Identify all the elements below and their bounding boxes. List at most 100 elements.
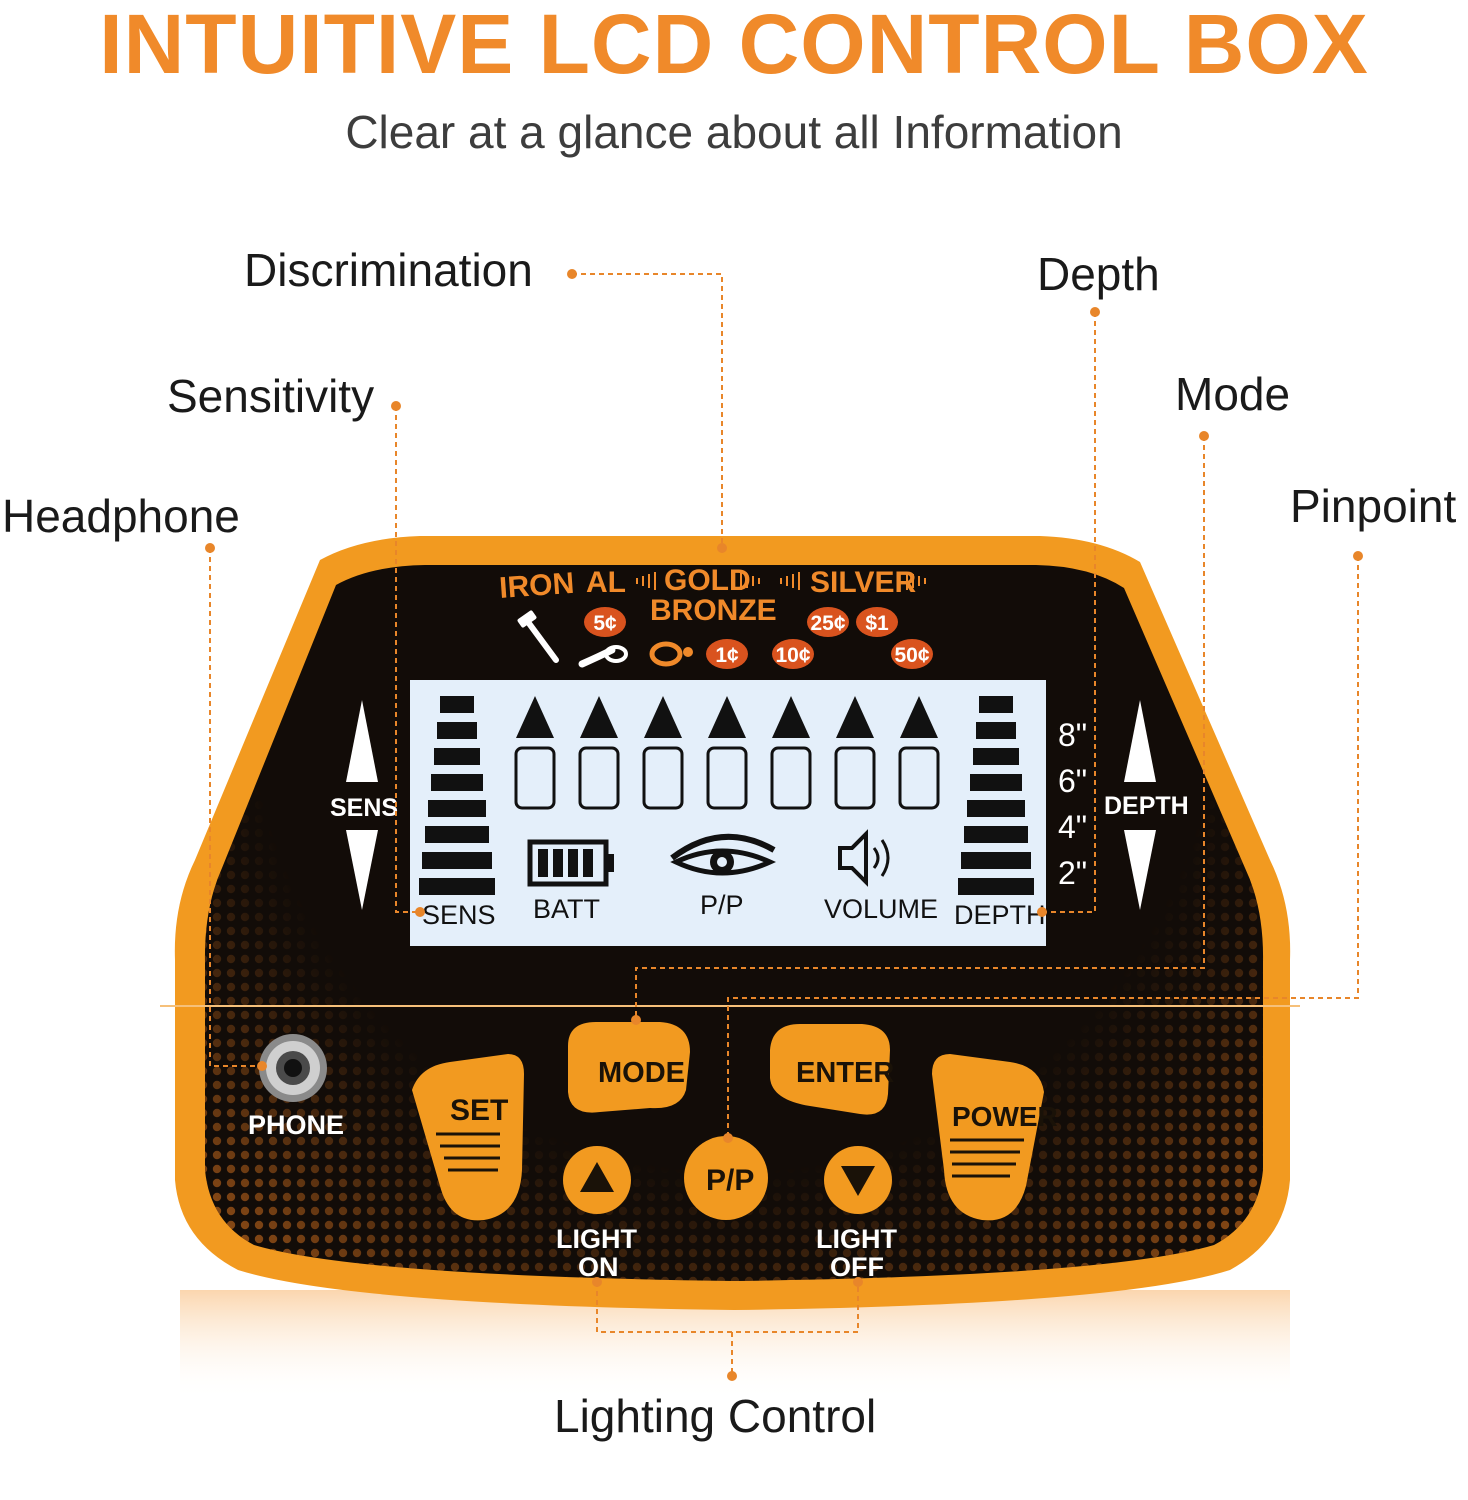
page-title: INTUITIVE LCD CONTROL BOX: [99, 0, 1369, 91]
coin-label: $1: [865, 612, 889, 635]
gold-tick-bars: [636, 572, 926, 590]
segment-pointer: [772, 696, 810, 738]
metal-al: AL: [586, 566, 626, 599]
coin-label: 50¢: [894, 644, 929, 667]
power-button[interactable]: POWER: [932, 1054, 1058, 1221]
lcd-segments: [514, 696, 940, 810]
segment-box: [898, 746, 940, 810]
leader-lines: [209, 273, 1359, 1376]
callout-discrimination: Discrimination: [244, 244, 533, 296]
lcd-depth-label: DEPTH: [954, 900, 1046, 930]
segment-box: [514, 746, 556, 810]
level-bar: [970, 774, 1022, 791]
callout-pinpoint: Pinpoint: [1290, 480, 1457, 532]
level-bar: [422, 852, 492, 869]
set-button-label: SET: [450, 1094, 508, 1127]
segment-box: [834, 746, 876, 810]
segment-pointer: [836, 696, 874, 738]
power-button-label: POWER: [952, 1101, 1058, 1132]
down-triangle-icon: [841, 1166, 875, 1196]
segment-pointer: [580, 696, 618, 738]
pinpoint-eye-icon: [670, 833, 777, 876]
segment-pointer: [644, 696, 682, 738]
sens-down-arrow[interactable]: [346, 830, 378, 910]
speaker-icon: [838, 829, 890, 887]
segment-pointer: [516, 696, 554, 738]
segment-box: [642, 746, 684, 810]
coin-badge: $1: [856, 607, 898, 637]
light-off-button[interactable]: [824, 1146, 892, 1214]
metal-bronze: BRONZE: [650, 594, 777, 627]
phone-label: PHONE: [248, 1110, 344, 1140]
metal-silver: SILVER: [810, 566, 916, 599]
segment-pointer: [900, 696, 938, 738]
depth-down-arrow[interactable]: [1124, 830, 1156, 910]
coin-badges: 5¢ 1¢ 10¢ 25¢ $150¢: [584, 607, 933, 669]
depth-up-arrow[interactable]: [1124, 700, 1156, 782]
sens-up-arrow[interactable]: [346, 700, 378, 782]
level-bar: [434, 748, 480, 765]
light-on-button[interactable]: [563, 1146, 631, 1214]
level-bar: [419, 878, 495, 895]
metal-gold: GOLD: [664, 564, 751, 597]
coin-badge: 10¢: [772, 639, 814, 669]
metal-iron: IRON: [498, 567, 575, 605]
leader-sensitivity: [395, 406, 420, 913]
pull-tab-icon: [578, 645, 628, 668]
callout-mode: Mode: [1175, 368, 1291, 420]
coin-badge: 25¢: [807, 607, 849, 637]
level-bar: [961, 852, 1031, 869]
callout-headphone: Headphone: [2, 490, 240, 542]
level-bar: [967, 800, 1025, 817]
callout-lighting-control: Lighting Control: [554, 1390, 877, 1442]
coin-label: 25¢: [810, 612, 845, 635]
callout-depth: Depth: [1037, 248, 1160, 300]
lcd-pp-label: P/P: [700, 890, 744, 920]
battery-icon: [527, 839, 614, 887]
depth-mark: 2": [1058, 855, 1087, 891]
leader-dots: [205, 269, 1363, 1381]
ring-icon: [649, 641, 693, 667]
pinpoint-button-label: P/P: [706, 1164, 754, 1197]
nail-icon: [517, 610, 559, 663]
set-button[interactable]: SET: [412, 1054, 524, 1221]
enter-button-label: ENTER: [796, 1057, 894, 1089]
page-subtitle: Clear at a glance about all Information: [345, 106, 1123, 158]
coin-badge: 5¢: [584, 607, 626, 637]
lcd-batt-label: BATT: [533, 894, 600, 924]
segment-box: [578, 746, 620, 810]
segment-box: [706, 746, 748, 810]
headphone-jack[interactable]: [259, 1034, 327, 1102]
lcd-sens-bars: [419, 696, 495, 895]
depth-mark: 6": [1058, 763, 1087, 799]
light-on-label-1: LIGHT: [556, 1224, 637, 1254]
mode-button-label: MODE: [598, 1057, 685, 1089]
segment-box: [770, 746, 812, 810]
up-triangle-icon: [580, 1162, 614, 1192]
level-bar: [437, 722, 477, 739]
side-depth-label: DEPTH: [1104, 792, 1189, 820]
leader-depth: [1042, 312, 1096, 913]
level-bar: [428, 800, 486, 817]
leader-pinpoint: [727, 556, 1359, 1138]
depth-mark: 8": [1058, 717, 1087, 753]
coin-badge: 1¢: [706, 639, 748, 669]
level-bar: [431, 774, 483, 791]
lcd-depth-bars: [958, 696, 1034, 895]
level-bar: [973, 748, 1019, 765]
light-off-label-1: LIGHT: [816, 1224, 897, 1254]
enter-button[interactable]: ENTER: [770, 1024, 894, 1115]
pinpoint-button[interactable]: P/P: [684, 1136, 768, 1220]
side-sens-label: SENS: [330, 794, 398, 822]
leader-mode: [635, 436, 1205, 1020]
lcd-sens-label: SENS: [422, 900, 496, 930]
light-off-label-2: OFF: [830, 1252, 884, 1282]
level-bar: [976, 722, 1016, 739]
level-bar: [964, 826, 1028, 843]
segment-pointer: [708, 696, 746, 738]
mode-button[interactable]: MODE: [568, 1022, 690, 1113]
coin-label: 5¢: [593, 612, 617, 635]
depth-marks: 8"6"4"2": [1058, 717, 1087, 891]
level-bar: [440, 696, 474, 713]
